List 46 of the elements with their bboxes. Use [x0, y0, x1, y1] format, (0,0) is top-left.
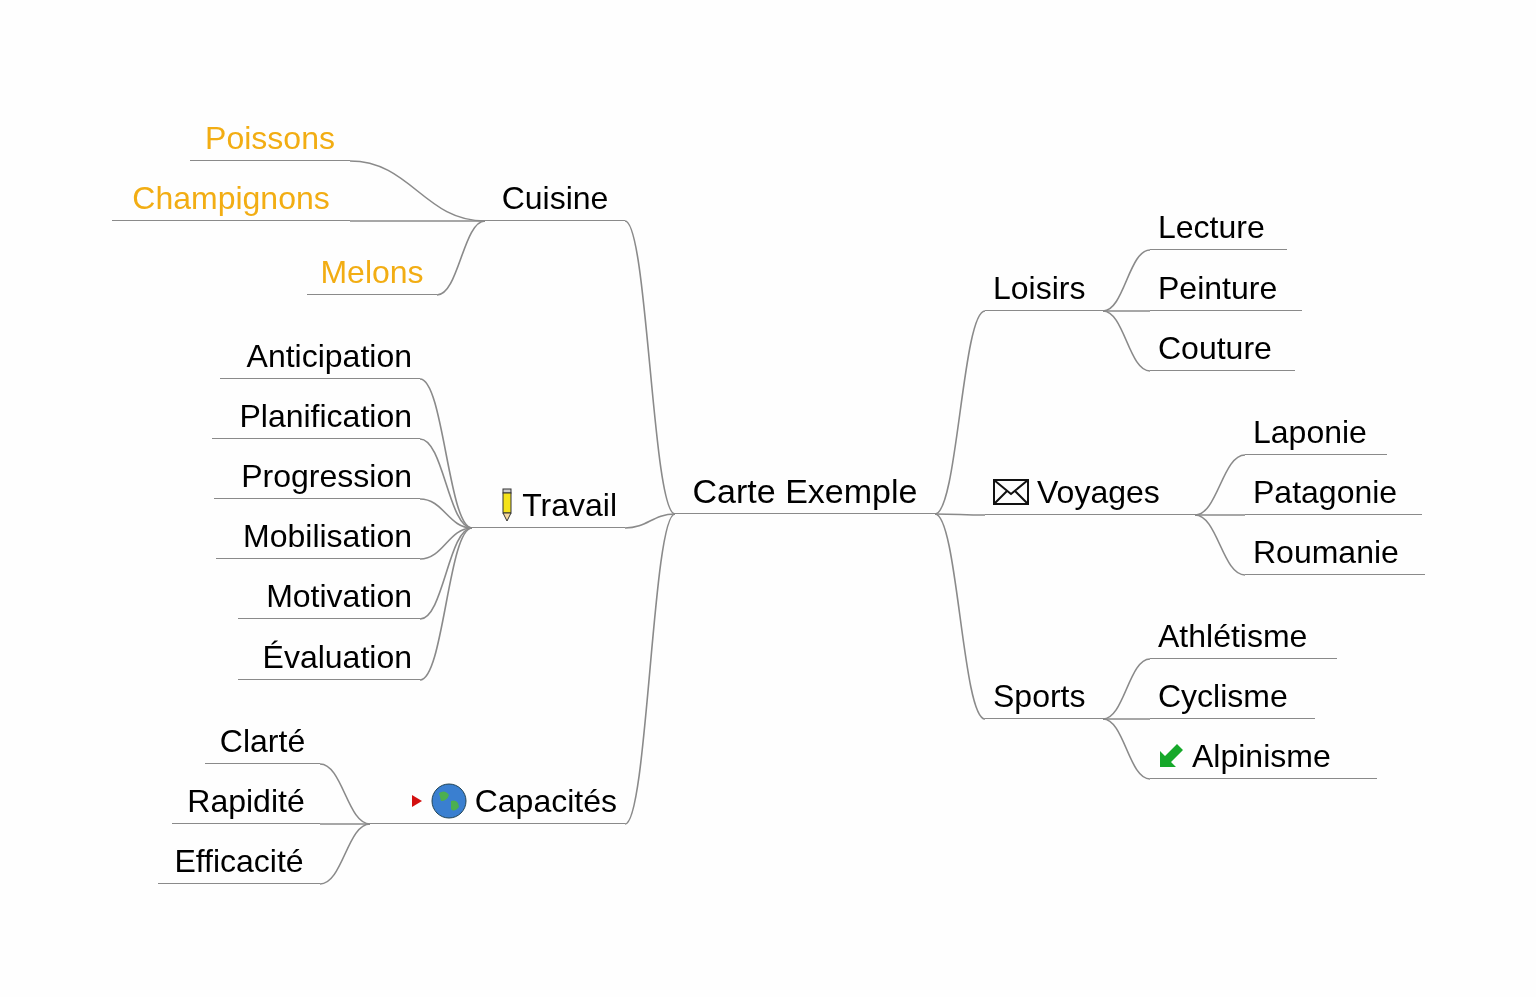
- topic-label: Efficacité: [174, 844, 304, 877]
- branch-line: [319, 823, 371, 885]
- topic-label: Couture: [1158, 331, 1272, 364]
- branch-line: [624, 513, 676, 529]
- topic-label: Athlétisme: [1158, 619, 1308, 652]
- branch-line: [1194, 514, 1246, 516]
- topic-label: Cyclisme: [1158, 679, 1288, 712]
- topic-label: Carte Exemple: [692, 473, 918, 508]
- topic-label: Lecture: [1158, 210, 1265, 243]
- branch-line: [436, 220, 486, 296]
- branch-line: [1102, 310, 1151, 312]
- topic-label: Clarté: [219, 724, 306, 757]
- topic-label: Anticipation: [246, 339, 412, 372]
- branch-line: [319, 823, 371, 825]
- topic-label: Rapidité: [187, 784, 305, 817]
- branch-line: [624, 513, 676, 825]
- topic-label: Melons: [320, 255, 424, 288]
- topic-label: Cuisine: [501, 181, 609, 214]
- topic-label: Roumanie: [1253, 535, 1399, 568]
- branch-line: [419, 527, 473, 681]
- branch-line: [419, 378, 473, 529]
- topic-label: Laponie: [1253, 415, 1367, 448]
- topic-label: Travail: [522, 488, 617, 521]
- topic-label: Champignons: [132, 181, 330, 214]
- topic-label: Peinture: [1158, 271, 1278, 304]
- branch-line: [1102, 718, 1151, 780]
- branch-line: [624, 220, 676, 515]
- topic-label: Évaluation: [262, 640, 412, 673]
- branch-line: [1102, 718, 1151, 720]
- topic-label: Progression: [241, 459, 412, 492]
- topic-label: Loisirs: [993, 271, 1086, 304]
- branch-line: [1194, 514, 1246, 576]
- topic-label: Poissons: [205, 121, 335, 154]
- topic-label: Sports: [993, 679, 1086, 712]
- topic-label: Alpinisme: [1192, 739, 1331, 772]
- branch-line: [934, 513, 986, 720]
- branch-line: [1102, 310, 1151, 372]
- topic-label: Motivation: [266, 579, 412, 612]
- branch-line: [934, 310, 986, 515]
- topic-label: Mobilisation: [243, 519, 412, 552]
- topic-label: Patagonie: [1253, 475, 1398, 508]
- branch-line: [934, 513, 986, 516]
- topic-label: Planification: [239, 399, 412, 432]
- branch-line: [349, 220, 486, 222]
- topic-label: Voyages: [1037, 475, 1160, 508]
- topic-label: Capacités: [474, 784, 617, 817]
